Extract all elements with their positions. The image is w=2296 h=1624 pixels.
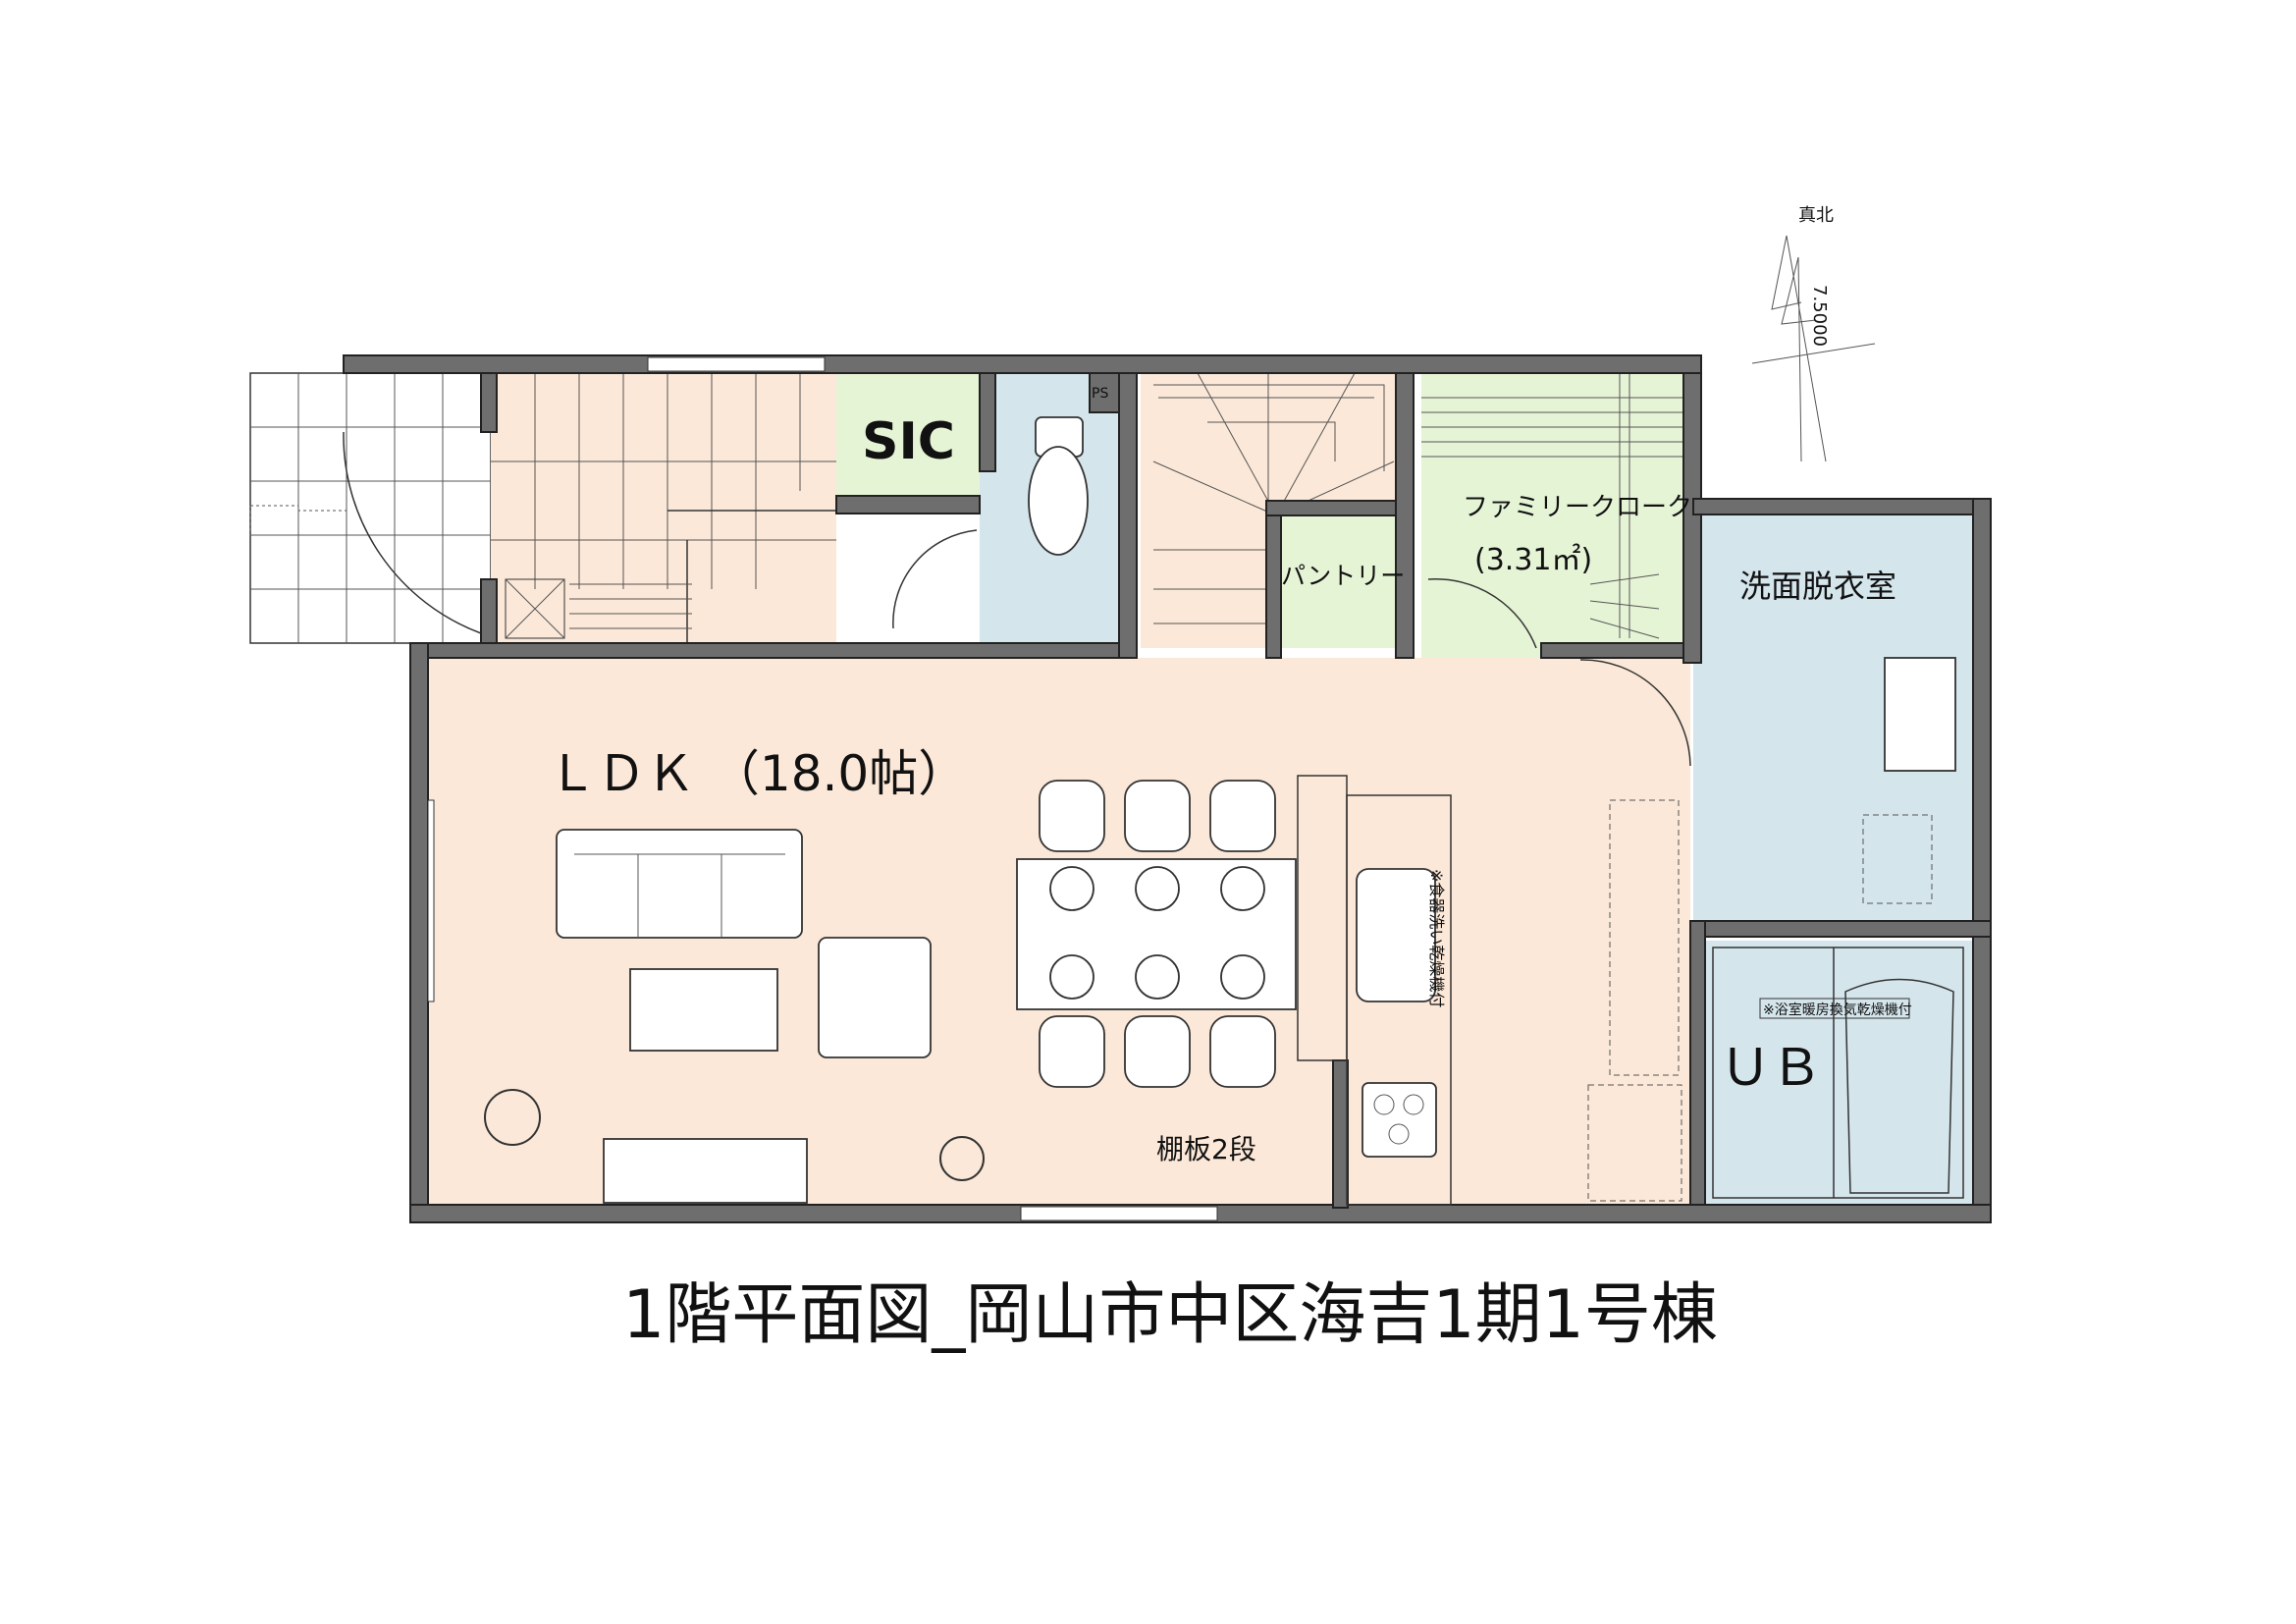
hall-floor-grid <box>491 373 980 643</box>
bathroom-ub <box>1705 941 1973 1205</box>
north-arrow <box>1751 235 1876 462</box>
ps-label: PS <box>1092 386 1108 402</box>
toilet-door <box>892 529 978 629</box>
ldk-label: ＬＤＫ （18.0帖） <box>548 745 967 802</box>
coffee-table <box>629 968 778 1052</box>
sofa <box>556 829 803 939</box>
tv-board <box>603 1138 808 1204</box>
plant <box>484 1089 541 1146</box>
sic-room <box>836 373 980 501</box>
toilet-fixture <box>1028 416 1089 556</box>
washroom-fixtures <box>1862 657 1956 904</box>
ub-label: ＵＢ <box>1720 1039 1822 1098</box>
walls <box>343 354 1992 1223</box>
closet-door <box>1427 578 1537 649</box>
decor-plant <box>939 1136 985 1181</box>
north-label: 真北 <box>1798 205 1834 226</box>
shelf-note: 棚板2段 <box>1156 1133 1256 1165</box>
porch-tiles <box>249 372 492 644</box>
family-closet-room <box>1421 373 1686 663</box>
page-title: 1階平面図_岡山市中区海吉1期1号棟 <box>622 1276 1718 1354</box>
kitchen-counter <box>1297 775 1682 1206</box>
bathtub <box>1712 947 1964 1199</box>
pantry-room <box>1278 515 1399 648</box>
bath-dryer-note: ※浴室暖房換気乾燥機付 <box>1763 1001 1912 1018</box>
family-closet-label: ファミリークローク <box>1463 493 1692 522</box>
sic-label: SIC <box>862 412 955 471</box>
pantry-label: パントリー <box>1281 562 1405 590</box>
family-closet-area: (3.31㎡) <box>1474 543 1592 577</box>
washroom-door <box>1579 659 1691 767</box>
washroom-label: 洗面脱衣室 <box>1739 568 1896 605</box>
entrance-hall <box>491 373 836 643</box>
north-angle: 7.5000 <box>1809 285 1830 347</box>
closet-shelves <box>1421 373 1686 639</box>
dishwasher-note: ※食器洗い乾燥機付 <box>1427 869 1446 1007</box>
armchair <box>818 937 932 1058</box>
dining-set <box>1016 780 1297 1088</box>
